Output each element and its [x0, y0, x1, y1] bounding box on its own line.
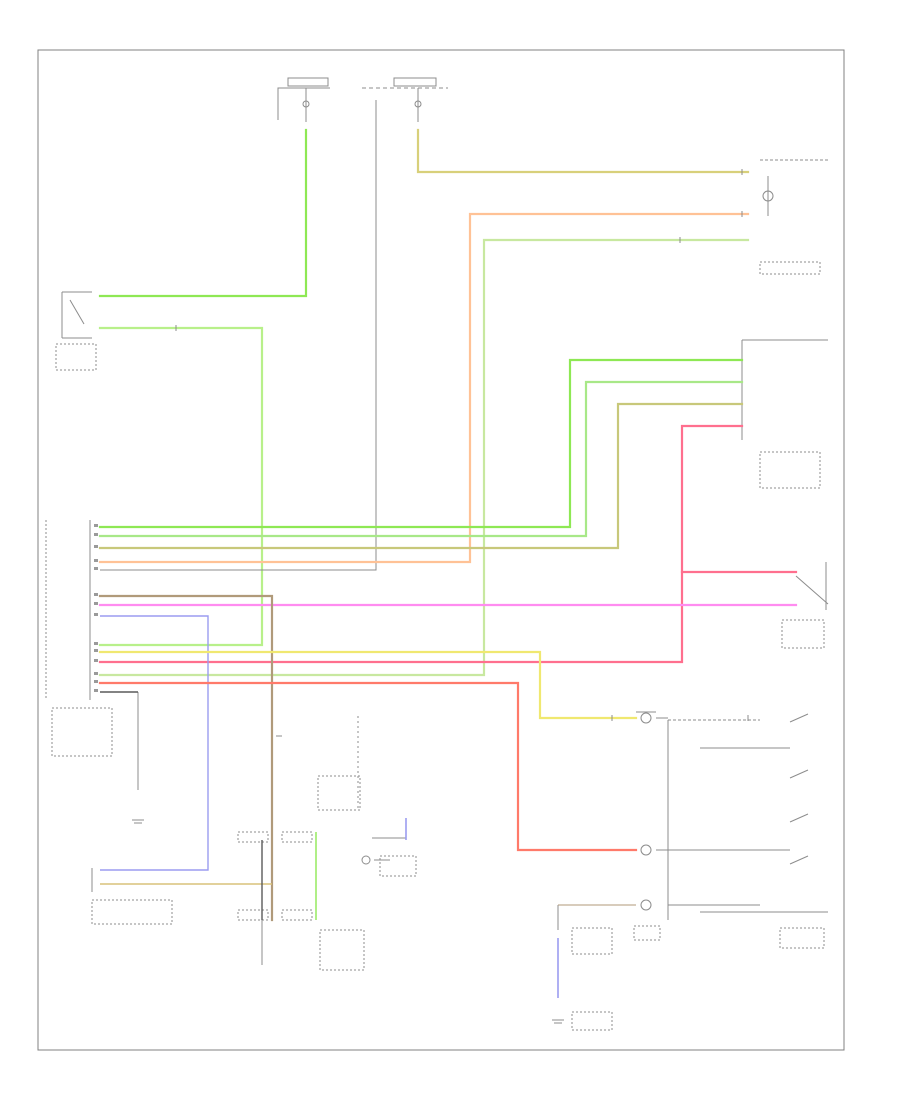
actuator-pin-label-1	[237, 831, 269, 843]
fuse-block-left-bracket	[277, 87, 330, 120]
lamp-icon	[762, 190, 774, 202]
switch-contact-3	[789, 813, 809, 823]
wire-green2-ccu-to-4pin	[98, 380, 744, 538]
brake-switch-right	[781, 562, 829, 649]
steering-node-icon	[361, 855, 371, 865]
ground-bottom-right	[552, 905, 613, 1031]
fuse-box-label-right	[393, 77, 437, 87]
switch-caption-block	[55, 343, 97, 371]
cruise-main-switch	[633, 711, 828, 949]
clock-spring-icon-2	[640, 844, 652, 856]
clock-spring-icon-1	[640, 712, 652, 724]
ground-caption-2	[571, 1011, 613, 1031]
fuse-box-label-left	[287, 77, 329, 87]
wire-green-fuse-to-switch	[98, 128, 308, 298]
switch-bracket	[61, 291, 92, 339]
wire-olive-ccu-to-4pin	[98, 402, 744, 550]
connector-caption	[759, 451, 821, 489]
brake-switch-top-left	[55, 291, 97, 371]
cruise-connector-right	[741, 339, 828, 489]
switch-contact-2	[789, 769, 809, 779]
actuator-caption	[317, 775, 361, 811]
brake-switch-caption	[781, 619, 825, 649]
switch-caption	[779, 927, 825, 949]
wire-brown-ccu-to-actuator	[98, 594, 274, 922]
switch-contact-icon	[69, 299, 85, 325]
clock-spring-caption	[633, 925, 661, 941]
switch-contact-1	[789, 713, 809, 723]
wire-pink-ccu-to-4pin	[98, 424, 744, 664]
actuator-pin-label-3	[281, 831, 313, 843]
transmission-caption	[319, 929, 365, 971]
ccu-caption	[51, 707, 113, 757]
fuse-block-top	[277, 77, 448, 130]
lamp-connector-right	[759, 159, 828, 275]
cruise-control-unit	[45, 520, 144, 824]
wire-blue-ccu-to-dlc	[100, 615, 209, 871]
diagram-border	[37, 49, 845, 1051]
data-link-connector	[91, 868, 173, 925]
dlc-caption	[91, 899, 173, 925]
wire-green-ccu-to-4pin	[98, 358, 744, 529]
brake-switch-contact-icon	[795, 575, 829, 605]
steering-caption	[379, 855, 417, 877]
actuator-connectors	[237, 716, 417, 971]
fuse-right-icon	[414, 100, 422, 108]
clock-spring-icon-3	[640, 899, 652, 911]
lamp-caption	[759, 261, 821, 275]
wire-lime-ccu-to-connector	[98, 238, 750, 677]
switch-contact-4	[789, 855, 809, 865]
fuse-left-icon	[302, 100, 310, 108]
wire-olive-fuse-to-lamp	[416, 128, 750, 174]
actuator-pin-label-2	[237, 909, 269, 921]
ground-icon-left	[132, 819, 144, 824]
wire-orange-ccu-to-lamp	[98, 212, 750, 564]
wire-salmon-ccu-to-clockspring	[98, 681, 638, 852]
ground-caption	[571, 927, 613, 955]
wire-gray-fuse-to-ccu	[100, 130, 377, 571]
wire-yellow-ccu-to-clockspring	[98, 650, 638, 720]
wire-lightgreen-switch-to-ccu	[98, 326, 264, 647]
ground-icon-right	[552, 1019, 564, 1024]
ccu-pin-markers	[94, 524, 98, 692]
actuator-pin-label-4	[281, 909, 313, 921]
connector-ticks	[175, 169, 749, 737]
